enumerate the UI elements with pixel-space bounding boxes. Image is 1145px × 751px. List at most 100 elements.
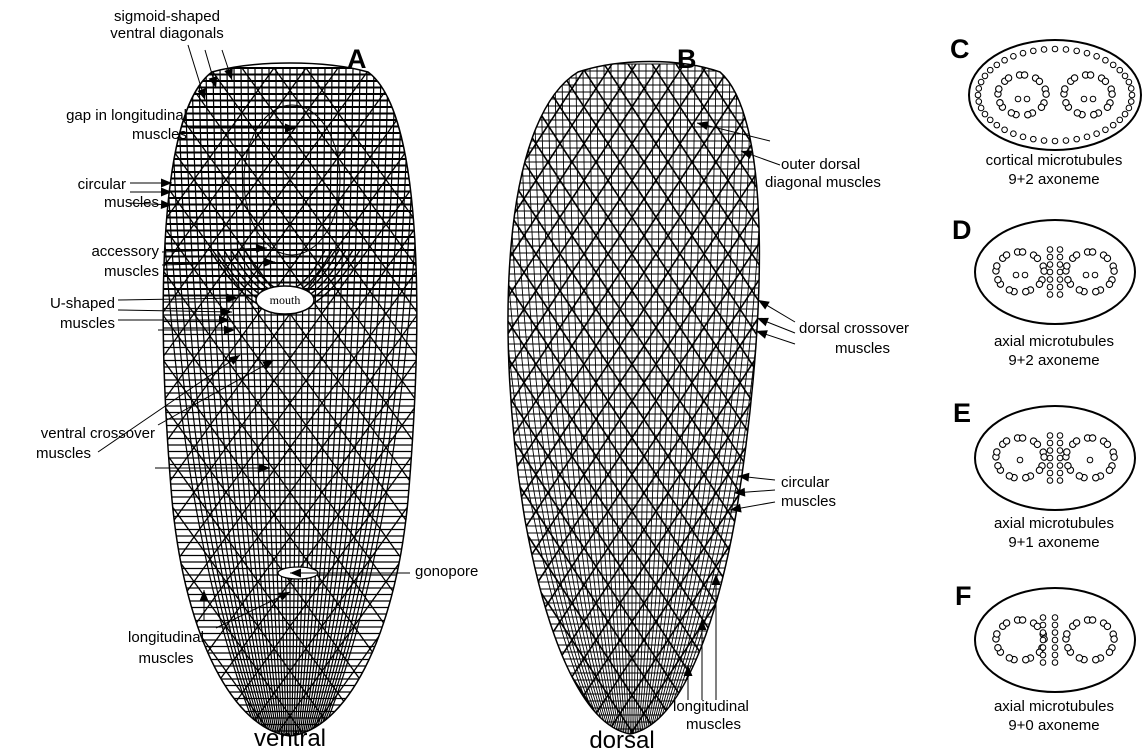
label-outer-dorsal-line1: outer dorsal: [781, 156, 860, 173]
singlet-microtubule: [1040, 637, 1046, 643]
panel-f-line1: axial microtubules: [994, 698, 1114, 715]
singlet-microtubule: [1013, 272, 1019, 278]
singlet-microtubule: [1011, 131, 1017, 137]
singlet-microtubule: [1047, 269, 1053, 275]
singlet-microtubule: [1126, 79, 1132, 85]
singlet-microtubule: [1087, 457, 1093, 463]
panel-e-line1: axial microtubules: [994, 515, 1114, 532]
panel-d-line2: 9+2 axoneme: [1008, 352, 1099, 369]
singlet-microtubule: [1020, 50, 1026, 56]
singlet-microtubule: [975, 92, 981, 98]
singlet-microtubule: [1057, 284, 1063, 290]
diagonal-muscle: [0, 68, 434, 738]
singlet-microtubule: [1047, 433, 1053, 439]
singlet-microtubule: [1040, 660, 1046, 666]
panel-e-line2: 9+1 axoneme: [1008, 534, 1099, 551]
longitudinal-muscle: [319, 68, 416, 738]
singlet-microtubule: [1074, 48, 1080, 54]
singlet-microtubule: [976, 99, 982, 105]
label-outer-dorsal-line2: diagonal muscles: [765, 174, 881, 191]
caption-ventral: ventral: [254, 725, 326, 751]
singlet-microtubule: [1052, 630, 1058, 636]
label-accessory-line1: accessory: [91, 243, 159, 260]
singlet-microtubule: [1081, 96, 1087, 102]
singlet-microtubule: [1052, 138, 1058, 144]
panel-c-line1: cortical microtubules: [986, 152, 1123, 169]
singlet-microtubule: [1084, 50, 1090, 56]
singlet-microtubule: [1047, 463, 1053, 469]
panel-letter-a: A: [347, 44, 367, 74]
singlet-microtubule: [1047, 247, 1053, 253]
arrowhead: [224, 326, 235, 335]
singlet-microtubule: [1057, 455, 1063, 461]
singlet-microtubule: [1041, 47, 1047, 53]
mouth-label: mouth: [270, 293, 301, 307]
singlet-microtubule: [987, 117, 993, 123]
singlet-microtubule: [1040, 652, 1046, 658]
panel-letter-c: C: [950, 34, 970, 64]
singlet-microtubule: [1011, 54, 1017, 60]
singlet-microtubule: [1063, 47, 1069, 53]
singlet-microtubule: [1047, 277, 1053, 283]
label-circular-line1: circular: [78, 176, 126, 193]
panel-letter-f: F: [955, 581, 972, 611]
singlet-microtubule: [1057, 440, 1063, 446]
singlet-microtubule: [1117, 117, 1123, 123]
singlet-microtubule: [982, 73, 988, 79]
singlet-microtubule: [1052, 615, 1058, 621]
singlet-microtubule: [1047, 292, 1053, 298]
arrowhead: [756, 330, 768, 339]
label-gap-line2: muscles: [132, 126, 187, 143]
singlet-microtubule: [976, 86, 982, 92]
longitudinal-muscle: [635, 64, 646, 738]
arrowhead: [161, 188, 172, 197]
singlet-microtubule: [1129, 92, 1135, 98]
singlet-microtubule: [1057, 433, 1063, 439]
panel-letter-d: D: [952, 215, 972, 245]
singlet-microtubule: [1057, 269, 1063, 275]
panel-d-line1: axial microtubules: [994, 333, 1114, 350]
label-circular-line2: muscles: [104, 194, 159, 211]
singlet-microtubule: [1084, 134, 1090, 140]
arrowhead: [697, 121, 709, 130]
singlet-microtubule: [1094, 54, 1100, 60]
singlet-microtubule: [1103, 127, 1109, 133]
singlet-microtubule: [1110, 62, 1116, 68]
diagonal-muscle: [0, 68, 466, 738]
singlet-microtubule: [1103, 57, 1109, 63]
singlet-microtubule: [1057, 463, 1063, 469]
label-sigmoid-line2: ventral diagonals: [110, 25, 223, 42]
singlet-microtubule: [1092, 272, 1098, 278]
label-gap-line1: gap in longitudinal: [66, 107, 187, 124]
label-ventral-crossover-line2: muscles: [36, 445, 91, 462]
label-gonopore: gonopore: [415, 563, 478, 580]
singlet-microtubule: [1094, 131, 1100, 137]
singlet-microtubule: [1022, 272, 1028, 278]
singlet-microtubule: [1015, 96, 1021, 102]
label-dorsal-circular-line1: circular: [781, 474, 829, 491]
microtubule-doublet: [1014, 249, 1025, 255]
label-ushaped-line1: U-shaped: [50, 295, 115, 312]
singlet-microtubule: [1057, 277, 1063, 283]
microtubule-doublet: [1084, 617, 1095, 623]
singlet-microtubule: [1002, 127, 1008, 133]
singlet-microtubule: [1122, 73, 1128, 79]
longitudinal-muscle: [625, 64, 631, 738]
singlet-microtubule: [1040, 645, 1046, 651]
singlet-microtubule: [1020, 134, 1026, 140]
singlet-microtubule: [1128, 86, 1134, 92]
panel-letter-b: B: [677, 44, 697, 74]
singlet-microtubule: [1047, 455, 1053, 461]
ventral-body: mouth: [0, 63, 786, 738]
singlet-microtubule: [1057, 262, 1063, 268]
label-longitudinal-line2: muscles: [138, 650, 193, 667]
diagonal-muscle: [18, 68, 498, 738]
singlet-microtubule: [1057, 478, 1063, 484]
diagonal-muscle: [0, 68, 434, 738]
singlet-microtubule: [1052, 652, 1058, 658]
singlet-microtubule: [987, 67, 993, 73]
arrowhead: [161, 200, 172, 209]
label-dorsal-crossover-line2: muscles: [835, 340, 890, 357]
microtubule-doublet: [1084, 249, 1095, 255]
